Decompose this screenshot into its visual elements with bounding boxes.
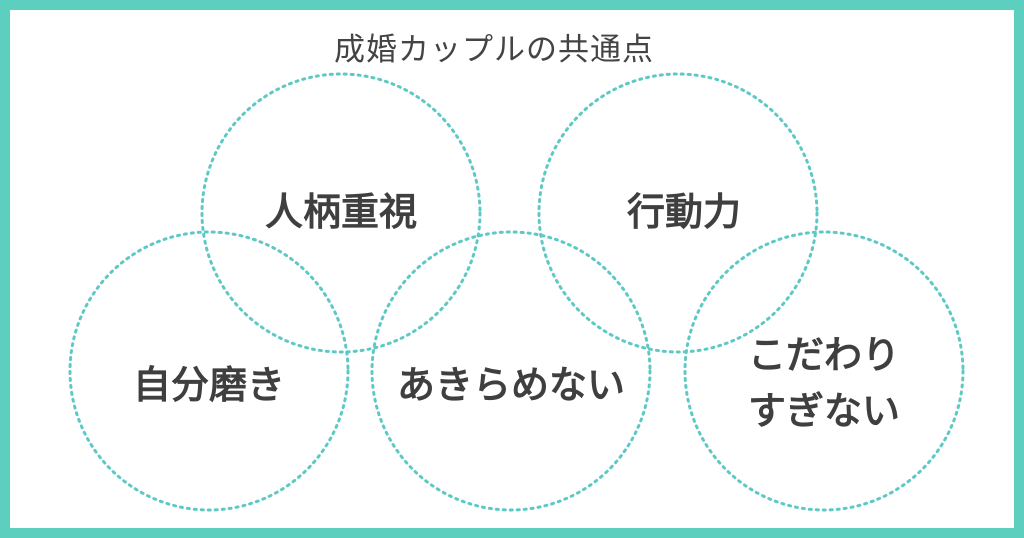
label-kodawari-line1: こだわり xyxy=(748,333,900,377)
circle-kodawari xyxy=(683,230,965,512)
circle-koudou xyxy=(537,72,819,354)
circle-akiramenai xyxy=(370,230,652,512)
circle-jinpei xyxy=(200,72,482,354)
label-kodawari-line2: すぎない xyxy=(748,389,900,433)
circle-jibun xyxy=(68,230,350,512)
label-akiramenai: あきらめない xyxy=(397,363,625,407)
label-jibun: 自分磨き xyxy=(133,363,285,407)
label-koudou: 行動力 xyxy=(627,190,741,234)
label-jinpei: 人柄重視 xyxy=(265,190,417,234)
diagram-title: 成婚カップルの共通点 xyxy=(334,32,654,68)
